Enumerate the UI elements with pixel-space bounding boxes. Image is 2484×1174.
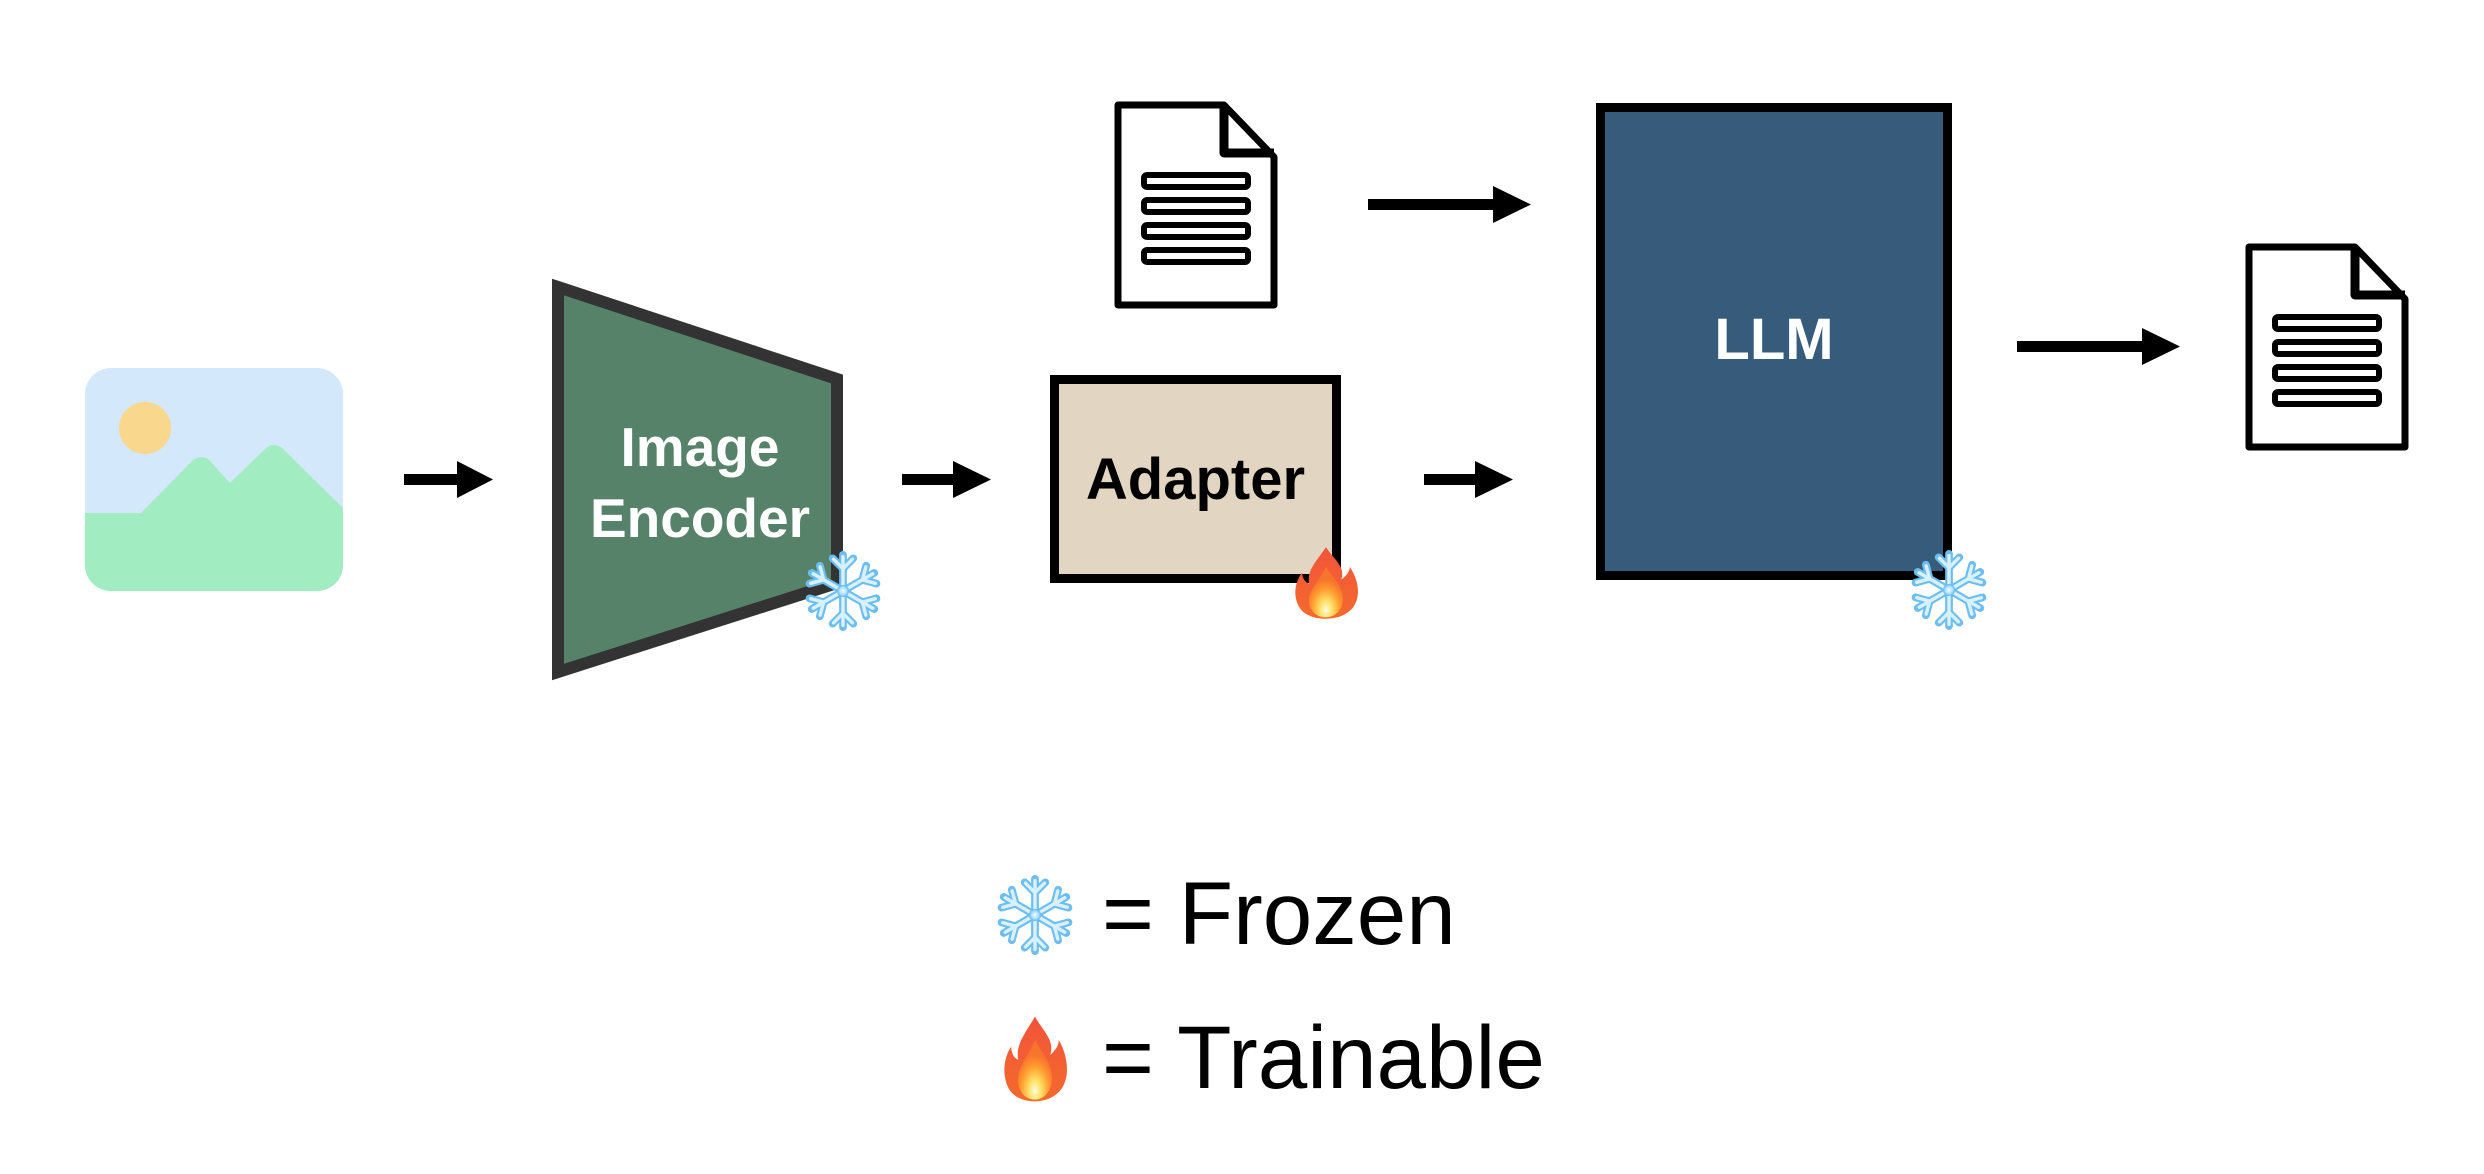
arrow-encoder-to-adapter [902,461,991,498]
arrow-adapter-to-llm [1424,461,1513,498]
text-input-document-icon [1114,101,1278,309]
image-encoder-label-line1: Image [620,416,780,478]
arrow-llm-to-output [2017,328,2180,365]
text-output-document-icon [2245,243,2409,451]
snowflake-icon [800,548,886,634]
image-encoder-label-line2: Encoder [589,487,811,549]
snowflake-icon [1906,547,1992,633]
legend-snowflake-icon [992,872,1078,958]
image-sun [119,402,171,454]
arrow-text-to-llm [1368,186,1531,223]
arrow-image-to-encoder [404,461,493,498]
adapter-block: Adapter [1050,375,1341,583]
image-encoder-label: Image Encoder [566,408,834,558]
legend-fire-icon [1004,1016,1067,1102]
legend-frozen-text: = Frozen [1102,863,1456,963]
image-mountains [85,445,343,591]
legend-trainable-text: = Trainable [1102,1007,1545,1107]
llm-block: LLM [1596,103,1952,580]
input-image-icon [85,368,343,591]
llm-label: LLM [1714,306,1834,372]
fire-icon [1295,547,1358,619]
adapter-label: Adapter [1085,446,1306,512]
image-encoder-block [552,278,843,681]
